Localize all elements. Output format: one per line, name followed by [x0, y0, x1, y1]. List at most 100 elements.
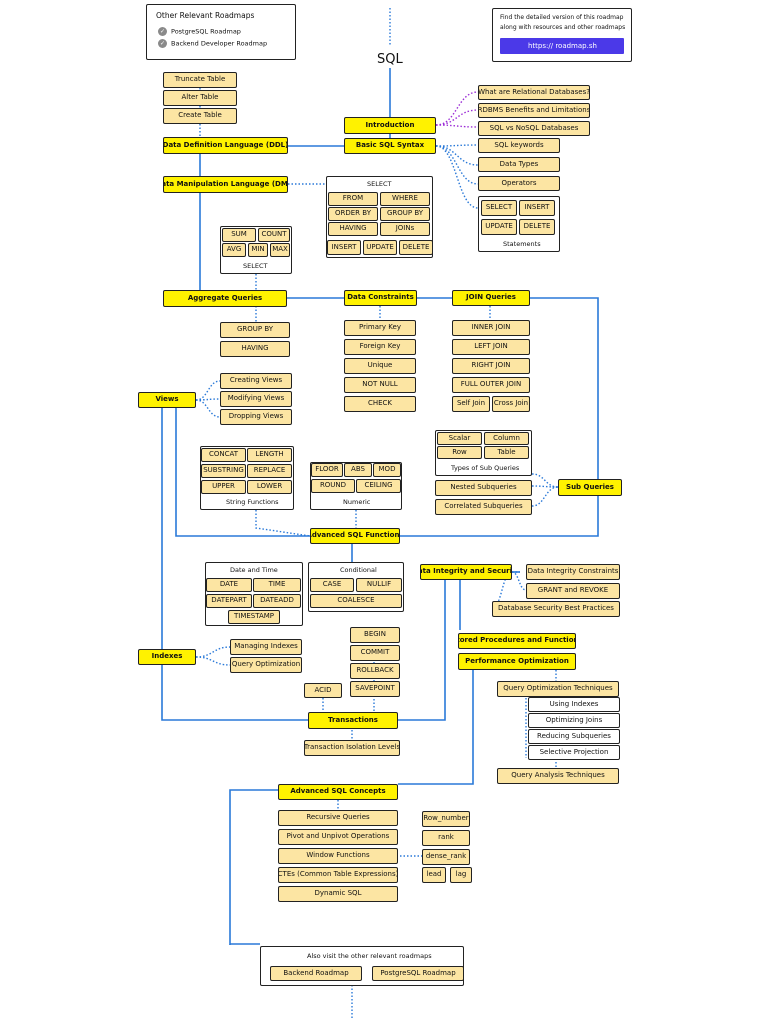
transaction-op-rollback[interactable]: ROLLBACK — [350, 663, 400, 679]
index-topic-managing-indexes[interactable]: Managing Indexes — [230, 639, 302, 655]
integrity-topic-grant-and-revoke[interactable]: GRANT and REVOKE — [526, 583, 620, 599]
statement-select[interactable]: SELECT — [481, 200, 517, 216]
query-opt-optimizing-joins[interactable]: Optimizing Joins — [528, 713, 620, 728]
data-constraints-node[interactable]: Data Constraints — [344, 290, 417, 306]
constraint-primary-key[interactable]: Primary Key — [344, 320, 416, 336]
date-fn-dateadd[interactable]: DATEADD — [253, 594, 301, 608]
query-analysis-techniques-node[interactable]: Query Analysis Techniques — [497, 768, 619, 784]
dml-op-update[interactable]: UPDATE — [363, 240, 397, 255]
date-fn-timestamp[interactable]: TIMESTAMP — [228, 610, 280, 624]
basic-sql-syntax-node[interactable]: Basic SQL Syntax — [344, 138, 436, 154]
dml-clause-group-by[interactable]: GROUP BY — [380, 207, 430, 221]
dml-clause-joins[interactable]: JOINs — [380, 222, 430, 236]
constraint-not-null[interactable]: NOT NULL — [344, 377, 416, 393]
transaction-op-commit[interactable]: COMMIT — [350, 645, 400, 661]
date-fn-time[interactable]: TIME — [253, 578, 301, 592]
join-right-join[interactable]: RIGHT JOIN — [452, 358, 530, 374]
join-left-join[interactable]: LEFT JOIN — [452, 339, 530, 355]
numeric-fn-round[interactable]: ROUND — [311, 479, 355, 493]
conditional-fn-nullif[interactable]: NULLIF — [356, 578, 402, 592]
dml-op-delete[interactable]: DELETE — [399, 240, 433, 255]
bottom-link-postgresql-roadmap[interactable]: PostgreSQL Roadmap — [372, 966, 464, 981]
transaction-isolation-node[interactable]: Transaction Isolation Levels — [304, 740, 400, 756]
aggregate-min[interactable]: MIN — [248, 243, 268, 257]
string-fn-upper[interactable]: UPPER — [201, 480, 246, 494]
transaction-op-begin[interactable]: BEGIN — [350, 627, 400, 643]
subquery-type-scalar[interactable]: Scalar — [437, 432, 482, 445]
dml-clause-having[interactable]: HAVING — [328, 222, 378, 236]
conditional-fn-coalesce[interactable]: COALESCE — [310, 594, 402, 608]
performance-optimization-node[interactable]: Performance Optimization — [458, 653, 576, 670]
advanced-concept-ctes-common-table-expressions[interactable]: CTEs (Common Table Expressions) — [278, 867, 398, 883]
ddl-topic-alter-table[interactable]: Alter Table — [163, 90, 237, 106]
join-inner-join[interactable]: INNER JOIN — [452, 320, 530, 336]
aggregate-topic-group-by[interactable]: GROUP BY — [220, 322, 290, 338]
intro-topic-rdbms-benefits-and-limitations[interactable]: RDBMS Benefits and Limitations — [478, 103, 590, 118]
intro-topic-what-are-relational-databases[interactable]: What are Relational Databases? — [478, 85, 590, 100]
dml-node[interactable]: Data Manipulation Language (DML) — [163, 176, 288, 193]
views-topic-creating-views[interactable]: Creating Views — [220, 373, 292, 389]
subquery-correlated-subqueries[interactable]: Correlated Subqueries — [435, 499, 532, 515]
join-full-outer-join[interactable]: FULL OUTER JOIN — [452, 377, 530, 393]
integrity-topic-database-security-best-practices[interactable]: Database Security Best Practices — [492, 601, 620, 617]
advanced-concept-dynamic-sql[interactable]: Dynamic SQL — [278, 886, 398, 902]
numeric-fn-abs[interactable]: ABS — [344, 463, 372, 477]
query-opt-selective-projection[interactable]: Selective Projection — [528, 745, 620, 760]
dml-clause-from[interactable]: FROM — [328, 192, 378, 206]
statement-update[interactable]: UPDATE — [481, 219, 517, 235]
join-queries-node[interactable]: JOIN Queries — [452, 290, 530, 306]
syntax-topic-operators[interactable]: Operators — [478, 176, 560, 191]
indexes-node[interactable]: Indexes — [138, 649, 196, 665]
window-fn-lead[interactable]: lead — [422, 867, 446, 883]
views-topic-modifying-views[interactable]: Modifying Views — [220, 391, 292, 407]
string-fn-length[interactable]: LENGTH — [247, 448, 292, 462]
aggregate-queries-node[interactable]: Aggregate Queries — [163, 290, 287, 307]
bottom-link-backend-roadmap[interactable]: Backend Roadmap — [270, 966, 362, 981]
dml-clause-order-by[interactable]: ORDER BY — [328, 207, 378, 221]
other-roadmap-link[interactable]: ✓PostgreSQL Roadmap — [158, 27, 241, 36]
transactions-node[interactable]: Transactions — [308, 712, 398, 729]
data-integrity-security-node[interactable]: Data Integrity and Security — [420, 564, 512, 580]
advanced-concept-window-functions[interactable]: Window Functions — [278, 848, 398, 864]
query-opt-using-indexes[interactable]: Using Indexes — [528, 697, 620, 712]
dml-clause-where[interactable]: WHERE — [380, 192, 430, 206]
aggregate-sum[interactable]: SUM — [222, 228, 256, 242]
views-node[interactable]: Views — [138, 392, 196, 408]
introduction-node[interactable]: Introduction — [344, 117, 436, 134]
dml-op-insert[interactable]: INSERT — [327, 240, 361, 255]
syntax-topic-data-types[interactable]: Data Types — [478, 157, 560, 172]
advanced-concept-pivot-and-unpivot-operations[interactable]: Pivot and Unpivot Operations — [278, 829, 398, 845]
syntax-topic-sql-keywords[interactable]: SQL keywords — [478, 138, 560, 153]
subquery-type-table[interactable]: Table — [484, 446, 529, 459]
roadmap-sh-link-button[interactable]: https:// roadmap.sh — [500, 38, 624, 54]
views-topic-dropping-views[interactable]: Dropping Views — [220, 409, 292, 425]
window-fn-row-number[interactable]: Row_number — [422, 811, 470, 827]
subquery-nested-subqueries[interactable]: Nested Subqueries — [435, 480, 532, 496]
date-fn-datepart[interactable]: DATEPART — [206, 594, 252, 608]
acid-node[interactable]: ACID — [304, 683, 342, 698]
other-roadmap-link[interactable]: ✓Backend Developer Roadmap — [158, 39, 267, 48]
query-opt-reducing-subqueries[interactable]: Reducing Subqueries — [528, 729, 620, 744]
advanced-concept-recursive-queries[interactable]: Recursive Queries — [278, 810, 398, 826]
integrity-topic-data-integrity-constraints[interactable]: Data Integrity Constraints — [526, 564, 620, 580]
join-cross-join[interactable]: Cross Join — [492, 396, 530, 412]
subquery-type-row[interactable]: Row — [437, 446, 482, 459]
string-fn-substring[interactable]: SUBSTRING — [201, 464, 246, 478]
subquery-type-column[interactable]: Column — [484, 432, 529, 445]
advanced-sql-concepts-node[interactable]: Advanced SQL Concepts — [278, 784, 398, 800]
transaction-op-savepoint[interactable]: SAVEPOINT — [350, 681, 400, 697]
ddl-topic-create-table[interactable]: Create Table — [163, 108, 237, 124]
statement-insert[interactable]: INSERT — [519, 200, 555, 216]
index-topic-query-optimization[interactable]: Query Optimization — [230, 657, 302, 673]
constraint-foreign-key[interactable]: Foreign Key — [344, 339, 416, 355]
advanced-sql-functions-node[interactable]: Advanced SQL Functions — [310, 528, 400, 544]
statement-delete[interactable]: DELETE — [519, 219, 555, 235]
aggregate-max[interactable]: MAX — [270, 243, 290, 257]
constraint-unique[interactable]: Unique — [344, 358, 416, 374]
window-fn-rank[interactable]: rank — [422, 830, 470, 846]
window-fn-dense-rank[interactable]: dense_rank — [422, 849, 470, 865]
date-fn-date[interactable]: DATE — [206, 578, 252, 592]
numeric-fn-ceiling[interactable]: CEILING — [356, 479, 401, 493]
conditional-fn-case[interactable]: CASE — [310, 578, 354, 592]
aggregate-count[interactable]: COUNT — [258, 228, 290, 242]
